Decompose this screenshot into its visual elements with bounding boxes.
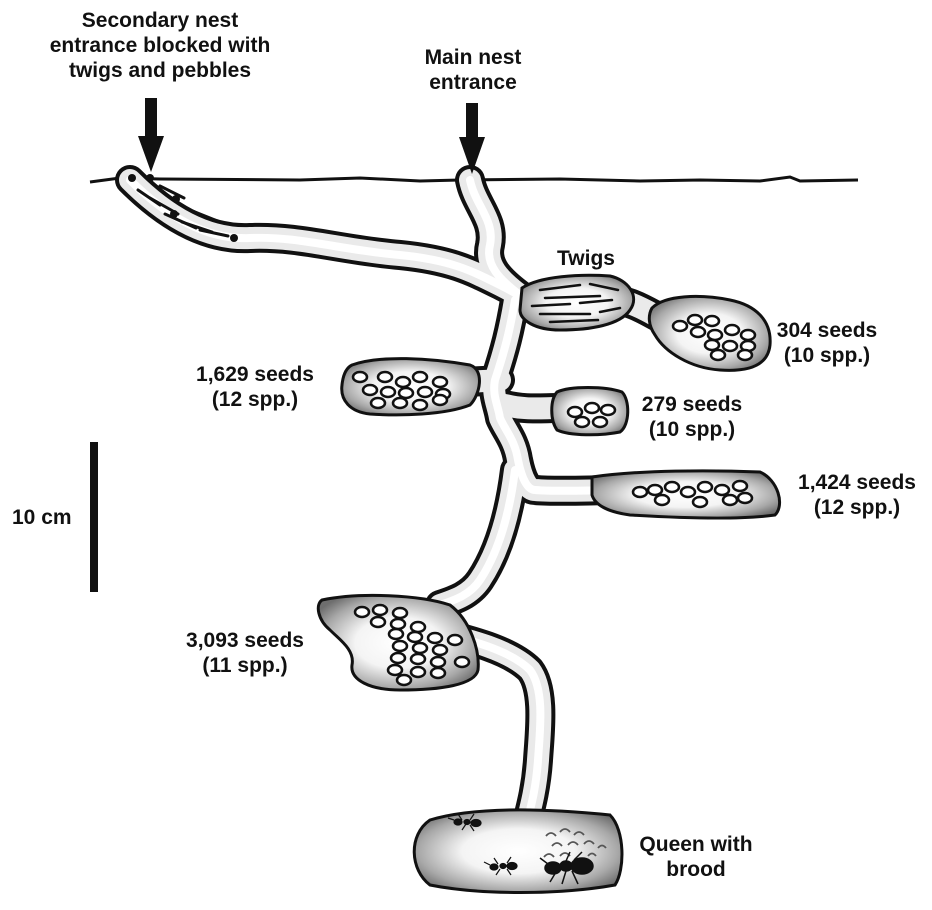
queen-label: Queen with brood xyxy=(636,832,756,882)
seed-count: 1,424 seeds xyxy=(792,470,922,495)
seed-count: 1,629 seeds xyxy=(180,362,330,387)
species-count: (12 spp.) xyxy=(792,495,922,520)
twigs-label-text: Twigs xyxy=(557,246,615,271)
main-entrance-label-line: Main nest xyxy=(408,45,538,70)
species-count: (12 spp.) xyxy=(180,387,330,412)
chamber-304-label: 304 seeds (10 spp.) xyxy=(772,318,882,368)
main-entrance-label-line: entrance xyxy=(408,70,538,95)
seed-count: 279 seeds xyxy=(632,392,752,417)
queen-label-line: Queen with xyxy=(636,832,756,857)
scale-label-text: 10 cm xyxy=(12,505,72,530)
secondary-entrance-label-line: twigs and pebbles xyxy=(40,58,280,83)
secondary-entrance-label-line: Secondary nest xyxy=(40,8,280,33)
species-count: (10 spp.) xyxy=(772,343,882,368)
species-count: (10 spp.) xyxy=(632,417,752,442)
secondary-entrance-label-line: entrance blocked with xyxy=(40,33,280,58)
main-entrance-arrow xyxy=(459,103,485,174)
chamber-1424-label: 1,424 seeds (12 spp.) xyxy=(792,470,922,520)
queen-chamber xyxy=(414,810,622,893)
seed-count: 3,093 seeds xyxy=(170,628,320,653)
chamber-304-seeds xyxy=(649,296,770,370)
chamber-1424-seeds xyxy=(592,471,780,518)
chamber-1629-seeds xyxy=(342,359,480,415)
chamber-3093-label: 3,093 seeds (11 spp.) xyxy=(170,628,320,678)
twig-chamber xyxy=(520,275,634,330)
twigs-label: Twigs xyxy=(557,246,615,271)
secondary-entrance-label: Secondary nest entrance blocked with twi… xyxy=(40,8,280,83)
scale-label: 10 cm xyxy=(12,505,72,530)
main-entrance-label: Main nest entrance xyxy=(408,45,538,95)
queen-label-line: brood xyxy=(636,857,756,882)
species-count: (11 spp.) xyxy=(170,653,320,678)
secondary-entrance-arrow xyxy=(138,98,164,172)
chamber-3093-seeds xyxy=(318,595,478,690)
scale-bar xyxy=(90,442,98,592)
chamber-279-label: 279 seeds (10 spp.) xyxy=(632,392,752,442)
chamber-279-seeds xyxy=(552,388,628,435)
seed-count: 304 seeds xyxy=(772,318,882,343)
chamber-1629-label: 1,629 seeds (12 spp.) xyxy=(180,362,330,412)
